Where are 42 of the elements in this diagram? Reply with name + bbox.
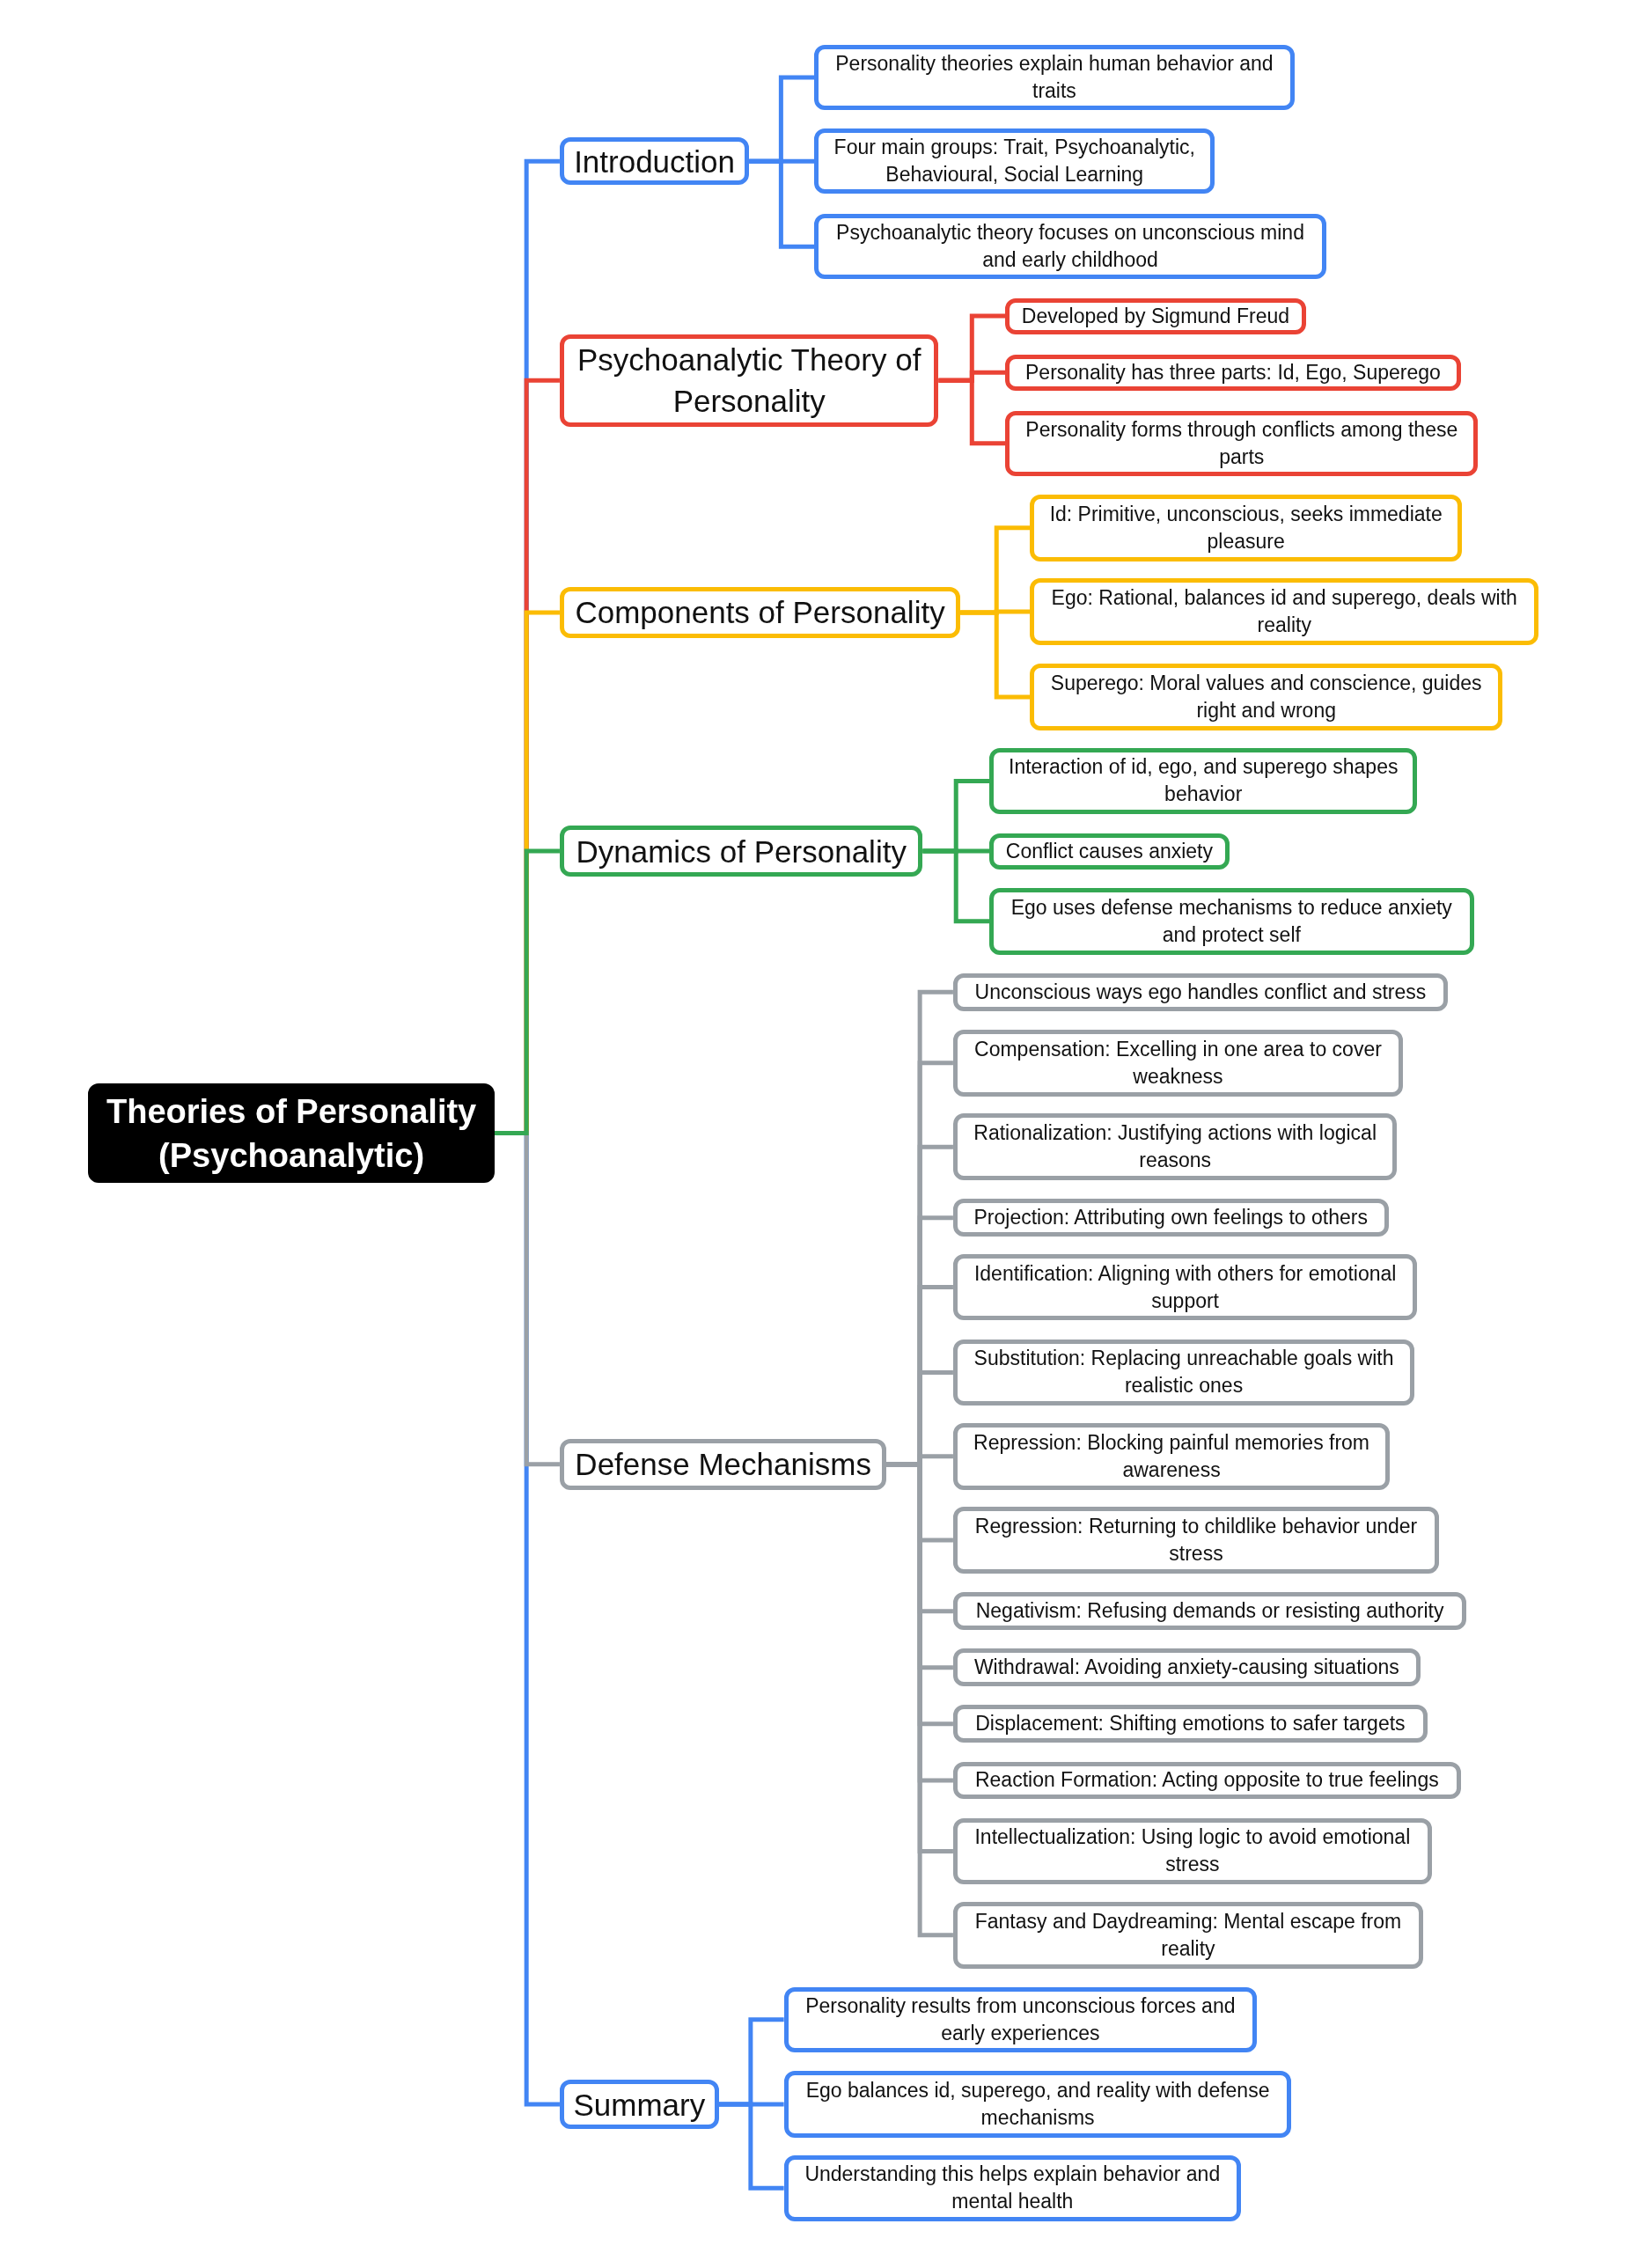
branch-topic-box: Introduction [559,137,750,186]
subtopic-box: Understanding this helps explain behavior and mental health [783,2154,1241,2222]
subtopic-box: Personality theories explain human behavior and traits [814,44,1295,110]
subtopic-box: Displacement: Shifting emotions to safer targets [952,1705,1428,1743]
subtopic-box: Interaction of id, ego, and superego shapes behavior [989,747,1418,815]
subtopic-box: Personality results from unconscious forces and early experiences [783,1986,1257,2052]
subtopic-box: Reaction Formation: Acting opposite to true feelings [952,1761,1461,1800]
subtopic-box: Rationalization: Justifying actions with logical reasons [952,1113,1398,1180]
subtopic-box: Personality has three parts: Id, Ego, Superego [1005,354,1461,391]
central-topic-box: Theories of Personality (Psychoanalytic) [88,1083,495,1184]
branch-topic-box: Summary [559,2080,719,2129]
branch-topic-box: Dynamics of Personality [559,826,923,877]
subtopic-box: Four main groups: Trait, Psychoanalytic, Behavioural, Social Learning [814,128,1215,195]
connector-line [960,609,1031,615]
subtopic-box: Developed by Sigmund Freud [1005,297,1306,334]
subtopic-box: Negativism: Refusing demands or resisting authority [952,1592,1467,1630]
subtopic-box: Withdrawal: Avoiding anxiety-causing situations [952,1648,1421,1687]
subtopic-box: Projection: Attributing own feelings to others [952,1199,1389,1237]
subtopic-box: Substitution: Replacing unreachable goals with realistic ones [952,1339,1415,1406]
subtopic-box: Intellectualization: Using logic to avoid emotional stress [952,1817,1432,1885]
branch-topic-box: Components of Personality [559,587,961,638]
subtopic-box: Ego uses defense mechanisms to reduce anxiety and protect self [989,888,1474,955]
subtopic-box: Compensation: Excelling in one area to cover weakness [952,1030,1403,1097]
branch-topic-box: Defense Mechanisms [559,1439,887,1490]
subtopic-box: Unconscious ways ego handles conflict and stress [952,973,1448,1011]
branch-topic-box: Psychoanalytic Theory of Personality [559,334,939,427]
subtopic-box: Regression: Returning to childlike behavior under stress [952,1507,1440,1574]
subtopic-box: Identification: Aligning with others for emotional support [952,1253,1418,1321]
connector-line [749,158,815,164]
subtopic-box: Repression: Blocking painful memories from awareness [952,1423,1391,1490]
connector-line [718,2102,784,2107]
subtopic-box: Fantasy and Daydreaming: Mental escape from reality [952,1901,1423,1969]
subtopic-box: Conflict causes anxiety [989,833,1230,870]
subtopic-box: Psychoanalytic theory focuses on unconscious mind and early childhood [814,214,1326,280]
subtopic-box: Ego balances id, superego, and reality with defense mechanisms [783,2071,1292,2138]
connector-line [938,370,1006,383]
subtopic-box: Id: Primitive, unconscious, seeks immediate pleasure [1030,495,1463,561]
subtopic-box: Personality forms through conflicts among these parts [1005,410,1479,476]
subtopic-box: Ego: Rational, balances id and superego, deals with reality [1030,578,1539,645]
connector-line [922,848,989,854]
connector-line [495,848,560,1136]
subtopic-box: Superego: Moral values and conscience, guides right and wrong [1030,664,1503,730]
